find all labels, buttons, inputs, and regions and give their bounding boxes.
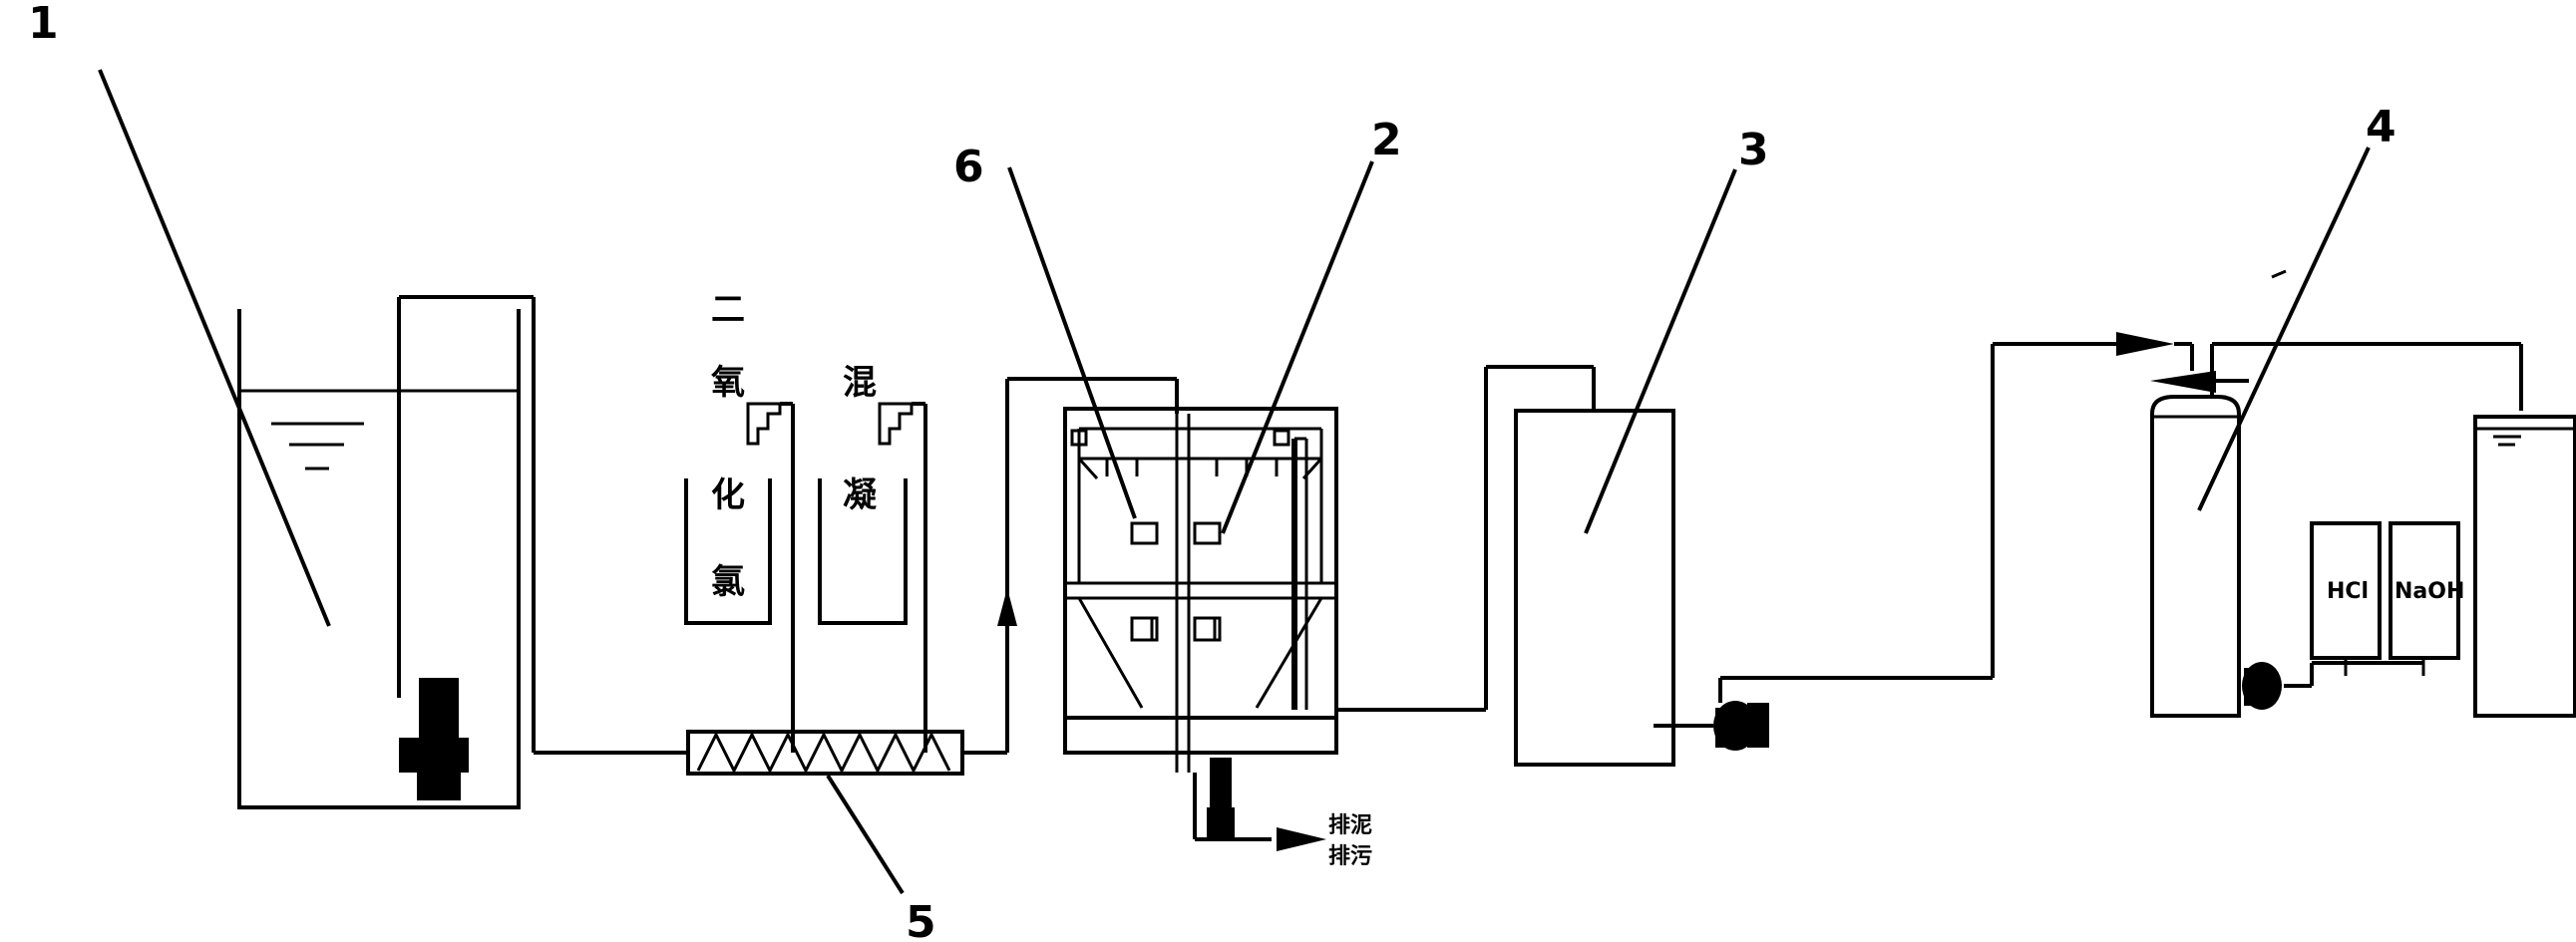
dosing-char-2: 氧 — [711, 363, 745, 403]
pipe-mixer — [686, 730, 964, 776]
product-water-tank — [2473, 415, 2576, 718]
dosing-char-6: 凝 — [843, 475, 877, 515]
chemical-label-1: HCl — [2327, 579, 2369, 604]
dosing-char-5: 混 — [843, 363, 877, 403]
backwash-arrow — [2150, 371, 2216, 393]
flow-arrow-up — [997, 588, 1017, 626]
sludge-pump — [1207, 758, 1235, 837]
clarifier-tank — [1063, 407, 1338, 773]
sludge-discharge-label-1: 排泥 — [1328, 813, 1372, 838]
ion-exchange-column — [2150, 395, 2241, 718]
dosing-char-1: 二 — [711, 290, 745, 330]
chemical-label-2: NaOH — [2394, 579, 2464, 604]
submersible-pump — [399, 678, 469, 800]
discharge-arrow — [1277, 827, 1326, 851]
transfer-pump — [1713, 701, 1769, 751]
dosing-tank-coagulant — [818, 402, 927, 733]
inflow-arrow — [2116, 332, 2174, 356]
label-4: 4 — [2366, 102, 2396, 153]
dosing-char-4: 氯 — [711, 562, 745, 602]
dosing-pump — [2242, 662, 2282, 710]
collection-tank — [237, 295, 536, 809]
filter-tank — [1514, 409, 1675, 767]
label-6: 6 — [953, 142, 984, 192]
label-2: 2 — [1371, 115, 1402, 165]
label-5: 5 — [906, 897, 936, 942]
dosing-char-3: 化 — [711, 475, 745, 515]
label-1: 1 — [28, 0, 59, 49]
label-3: 3 — [1738, 125, 1769, 175]
dosing-tank-chlorine-dioxide — [684, 402, 795, 733]
sludge-discharge-label-2: 排污 — [1328, 844, 1372, 869]
